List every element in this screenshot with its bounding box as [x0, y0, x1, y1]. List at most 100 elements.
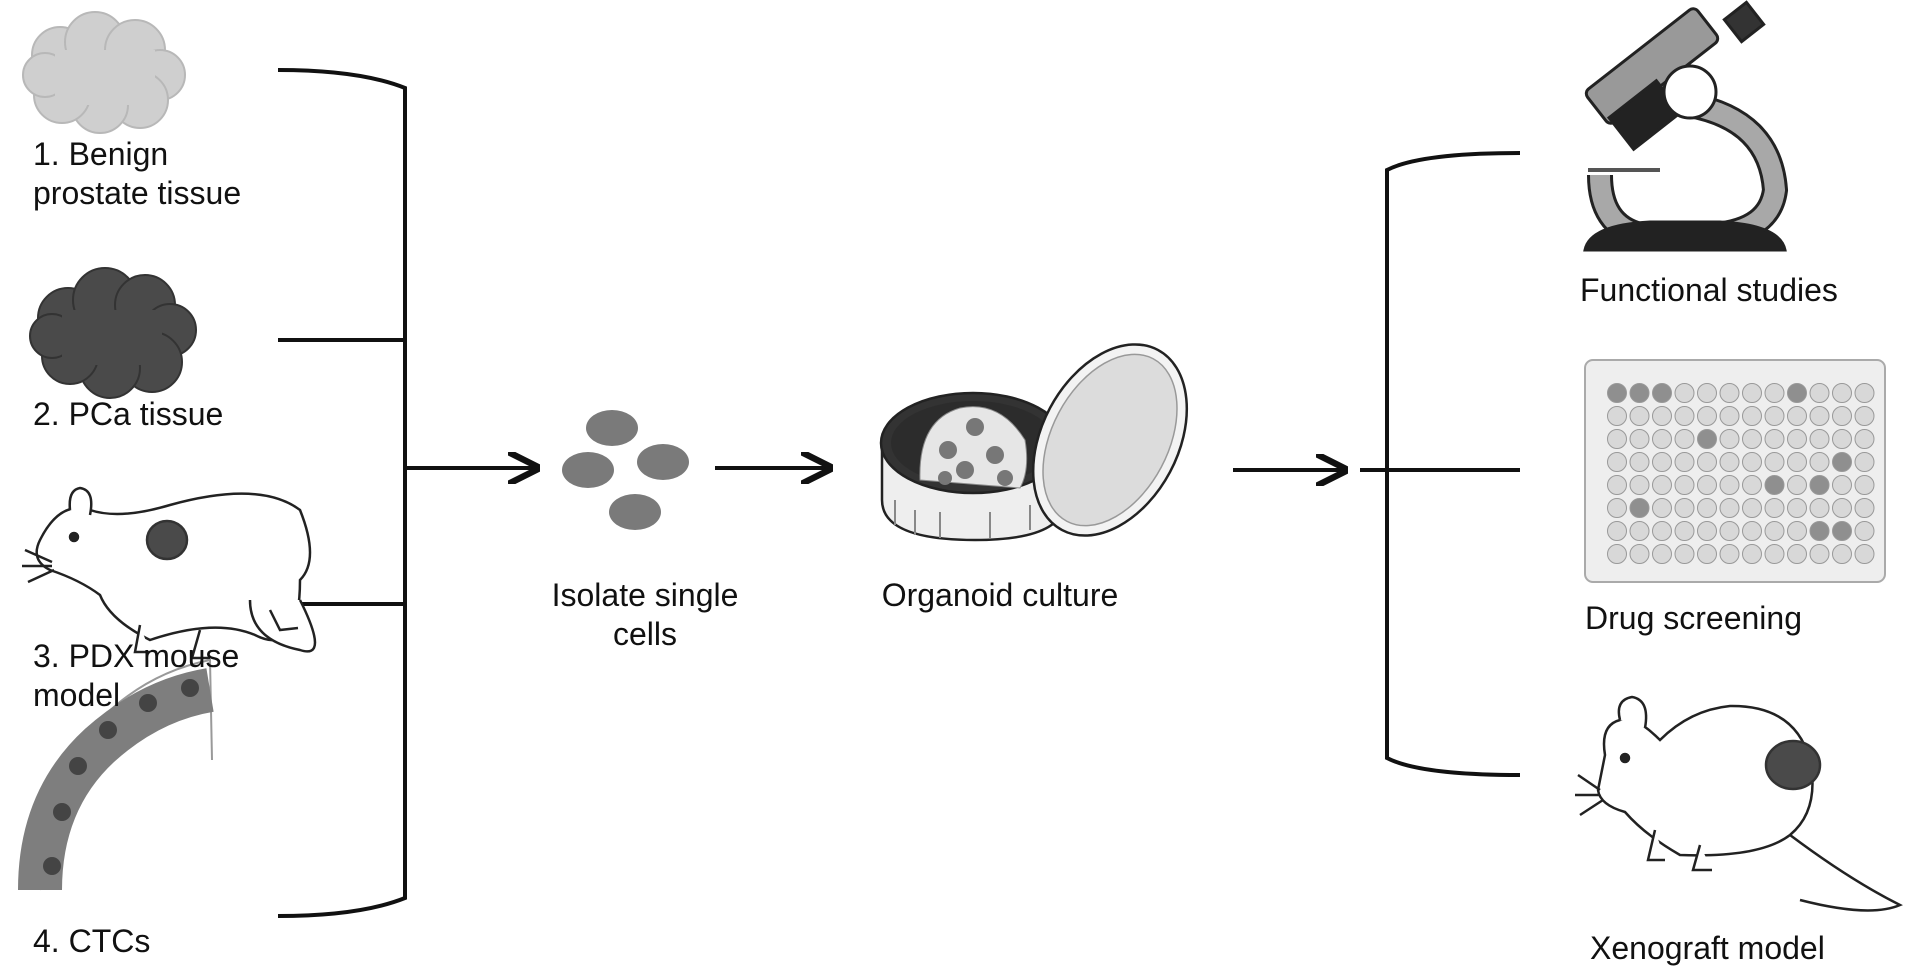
plate-well: [1629, 521, 1650, 541]
plate-well: [1697, 452, 1717, 472]
plate-well: [1742, 452, 1762, 472]
plate-well: [1719, 452, 1740, 472]
plate-well: [1809, 521, 1830, 541]
plate-well: [1764, 429, 1785, 449]
plate-well: [1809, 475, 1830, 495]
petri-dish-icon: [879, 343, 1189, 542]
plate-well: [1742, 498, 1762, 518]
plate-well: [1742, 475, 1762, 495]
plate-well: [1607, 498, 1627, 518]
application-label-drug-screening: Drug screening: [1585, 600, 1802, 636]
plate-well: [1832, 544, 1852, 564]
plate-well: [1809, 429, 1830, 449]
plate-well: [1719, 498, 1740, 518]
plate-well: [1674, 383, 1695, 403]
source-label-ctcs: 4. CTCs: [33, 923, 151, 959]
plate-well: [1719, 429, 1740, 449]
plate-well: [1652, 406, 1672, 426]
plate-well: [1854, 475, 1875, 495]
plate-well: [1629, 475, 1650, 495]
plate-well: [1764, 452, 1785, 472]
plate-well: [1787, 498, 1807, 518]
plate-well: [1854, 544, 1875, 564]
plate-well: [1629, 406, 1650, 426]
step-label-isolate-line1: Isolate single: [551, 577, 739, 613]
plate-well: [1719, 406, 1740, 426]
plate-well: [1697, 544, 1717, 564]
plate-well: [1832, 429, 1852, 449]
plate-well: [1652, 475, 1672, 495]
plate-well: [1607, 475, 1627, 495]
plate-well: [1652, 452, 1672, 472]
plate-well: [1719, 383, 1740, 403]
plate-well: [1787, 383, 1807, 403]
plate-well: [1787, 429, 1807, 449]
plate-well: [1787, 452, 1807, 472]
plate-well: [1629, 383, 1650, 403]
plate-well: [1787, 406, 1807, 426]
application-label-functional-studies: Functional studies: [1580, 272, 1838, 308]
plate-well: [1764, 521, 1785, 541]
plate-well: [1607, 429, 1627, 449]
plate-well: [1719, 544, 1740, 564]
plate-well: [1764, 498, 1785, 518]
plate-well: [1607, 406, 1627, 426]
source-bracket: [277, 68, 407, 918]
plate-well: [1652, 383, 1672, 403]
plate-well: [1697, 498, 1717, 518]
plate-well: [1854, 452, 1875, 472]
plate-well: [1742, 521, 1762, 541]
source-label-benign-line1: 1. Benign: [33, 136, 169, 172]
plate-well: [1607, 521, 1627, 541]
plate-well: [1809, 544, 1830, 564]
single-cells-icon: [562, 410, 689, 530]
applications-bracket: [1360, 151, 1521, 777]
plate-well: [1629, 429, 1650, 449]
ctc-vessel-icon: [18, 658, 215, 891]
plate-well: [1697, 521, 1717, 541]
plate-well: [1809, 498, 1830, 518]
plate-well: [1629, 452, 1650, 472]
plate-well: [1832, 521, 1852, 541]
step-label-organoid-culture: Organoid culture: [881, 577, 1119, 613]
plate-well: [1674, 429, 1695, 449]
plate-well: [1652, 498, 1672, 518]
plate-well: [1629, 498, 1650, 518]
plate-well: [1674, 498, 1695, 518]
plate-well: [1652, 521, 1672, 541]
plate-well: [1652, 429, 1672, 449]
plate-well: [1832, 452, 1852, 472]
pca-tissue-icon: [29, 267, 197, 399]
plate-well: [1787, 544, 1807, 564]
plate-well: [1607, 544, 1627, 564]
plate-well: [1832, 383, 1852, 403]
plate-well: [1674, 406, 1695, 426]
plate-well: [1674, 521, 1695, 541]
plate-well: [1742, 429, 1762, 449]
xenograft-mouse-icon: [1575, 695, 1903, 912]
plate-well: [1674, 452, 1695, 472]
plate-well: [1719, 521, 1740, 541]
plate-well: [1697, 406, 1717, 426]
plate-well: [1764, 383, 1785, 403]
plate-well: [1832, 406, 1852, 426]
plate-well: [1742, 406, 1762, 426]
plate-well: [1854, 383, 1875, 403]
plate-well: [1832, 475, 1852, 495]
plate-well: [1764, 406, 1785, 426]
plate-well: [1854, 429, 1875, 449]
plate-well: [1854, 498, 1875, 518]
plate-well: [1629, 544, 1650, 564]
plate-well: [1764, 544, 1785, 564]
plate-well: [1697, 429, 1717, 449]
source-label-pdx-line2: model: [33, 677, 121, 713]
plate-well: [1652, 544, 1672, 564]
source-label-benign-line2: prostate tissue: [33, 175, 242, 211]
plate-well: [1787, 475, 1807, 495]
plate-well: [1674, 475, 1695, 495]
benign-tissue-icon: [22, 11, 186, 134]
pdx-mouse-icon: [22, 486, 317, 660]
plate-well: [1787, 521, 1807, 541]
plate-well: [1764, 475, 1785, 495]
